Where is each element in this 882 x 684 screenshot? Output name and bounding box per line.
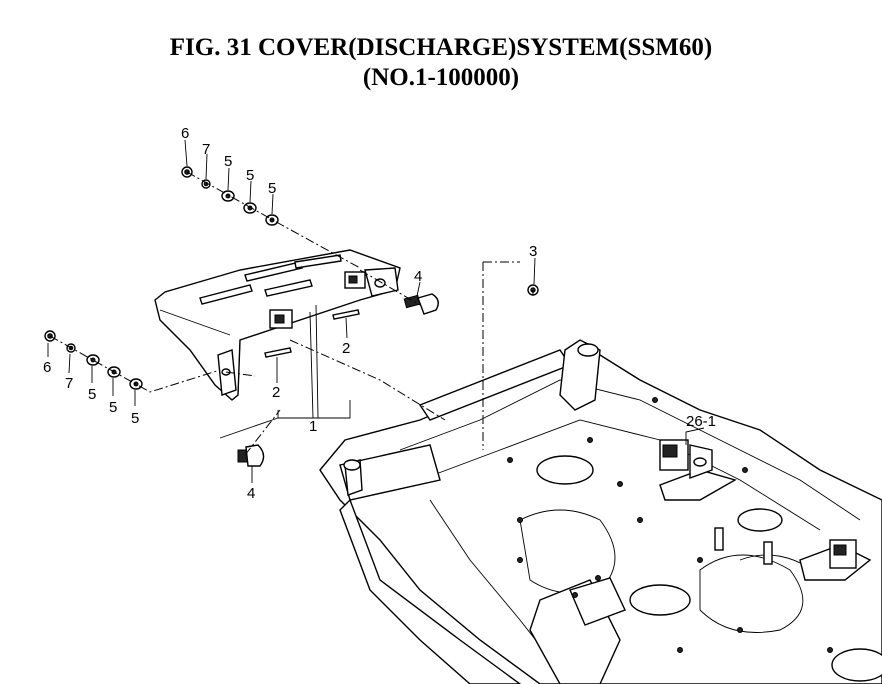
callouts: 6 7 5 5 5 6 7 5 5 5 3 4 4 2 2 1 26-1 [43, 125, 716, 502]
callout-5-upper-a: 5 [224, 153, 232, 170]
callout-2-right: 2 [342, 340, 350, 357]
callout-5-lower-c: 5 [131, 410, 139, 427]
callout-2-left: 2 [272, 384, 280, 401]
callout-6-lower: 6 [43, 359, 51, 376]
center-lines [49, 171, 534, 456]
callout-5-upper-c: 5 [268, 180, 276, 197]
bumper-upper [403, 293, 439, 315]
figure-title: FIG. 31 COVER(DISCHARGE)SYSTEM(SSM60) [169, 34, 713, 61]
callout-3: 3 [529, 243, 537, 260]
rubber-pads [264, 309, 360, 358]
callout-4-upper: 4 [414, 268, 422, 285]
mower-deck [319, 339, 882, 684]
callout-7-lower: 7 [65, 375, 73, 392]
callout-5-lower-b: 5 [109, 399, 117, 416]
callout-1: 1 [309, 418, 317, 435]
callout-4-lower: 4 [247, 485, 255, 502]
callout-7-upper: 7 [202, 141, 210, 158]
upper-hardware [181, 166, 279, 226]
callout-26-1: 26-1 [686, 413, 716, 430]
bumper-lower [237, 444, 265, 467]
callout-6-upper: 6 [181, 125, 189, 142]
discharge-cover [154, 249, 401, 401]
lower-hardware [44, 330, 143, 390]
callout-5-lower-a: 5 [88, 386, 96, 403]
callout-5-upper-b: 5 [246, 167, 254, 184]
leader-lines [47, 139, 705, 483]
figure-subtitle: (NO.1-100000) [362, 64, 520, 91]
